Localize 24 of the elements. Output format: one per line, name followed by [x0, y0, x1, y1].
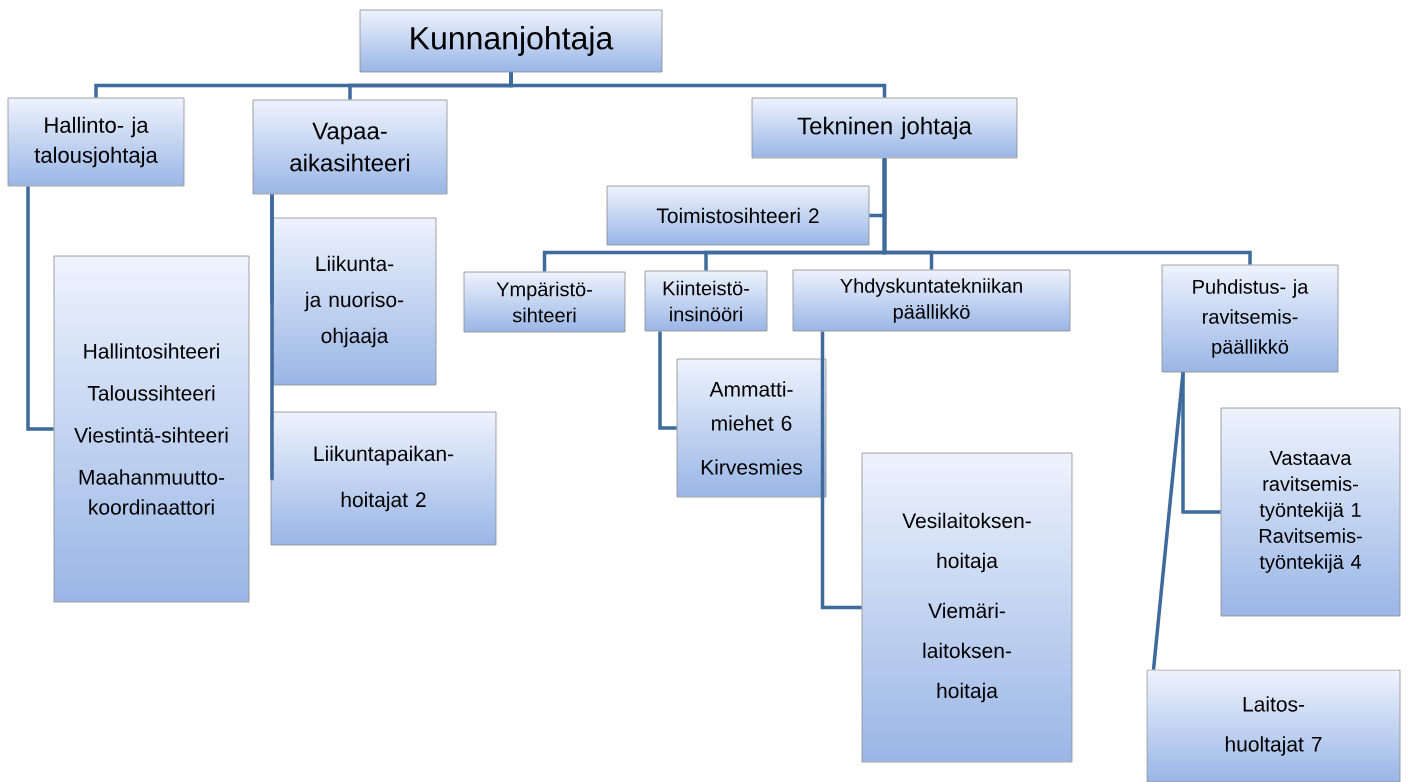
org-box: Liikunta- ja nuoriso-ohjaaja — [272, 217, 437, 386]
connector-line — [1151, 372, 1185, 670]
org-box: Vapaa-aikasihteeri — [252, 99, 448, 195]
connector-line — [820, 331, 862, 610]
org-box: Kiinteistö-insinööri — [644, 270, 768, 332]
org-box: Hallinto- ja talousjohtaja — [7, 97, 185, 187]
org-box: Kunnanjohtaja — [359, 9, 663, 73]
org-box: Puhdistus- ja ravitsemis-päällikkö — [1161, 264, 1339, 373]
org-box: Vesilaitoksen-hoitaja Viemäri-laitoksen-hoitaja — [861, 452, 1073, 763]
org-box: Ammatti-miehet 6 Kirvesmies — [676, 358, 827, 498]
org-box: Yhdyskuntatekniikan päällikkö — [792, 269, 1071, 332]
connector-line — [26, 186, 54, 431]
connector-line — [882, 158, 1252, 265]
org-box: Tekninen johtaja — [751, 97, 1018, 159]
connector-line — [658, 331, 677, 430]
connector-line — [1181, 372, 1221, 514]
connector-line — [509, 72, 887, 98]
org-box: Liikuntapaikan-hoitajat 2 — [270, 411, 497, 546]
org-box: Laitos-huoltajat 7 — [1146, 669, 1401, 782]
org-box: Hallintosihteeri Taloussihteeri Viestintä-sihteeri Maahanmuutto-koordinaattori — [53, 255, 250, 603]
org-box: Ympäristö-sihteeri — [463, 271, 626, 333]
connector-line — [269, 194, 274, 481]
org-box: Vastaava ravitsemis-työntekijä 1 Ravitsemis-työntekijä 4 — [1220, 407, 1401, 617]
org-box: Toimistosihteeri 2 — [606, 185, 870, 246]
